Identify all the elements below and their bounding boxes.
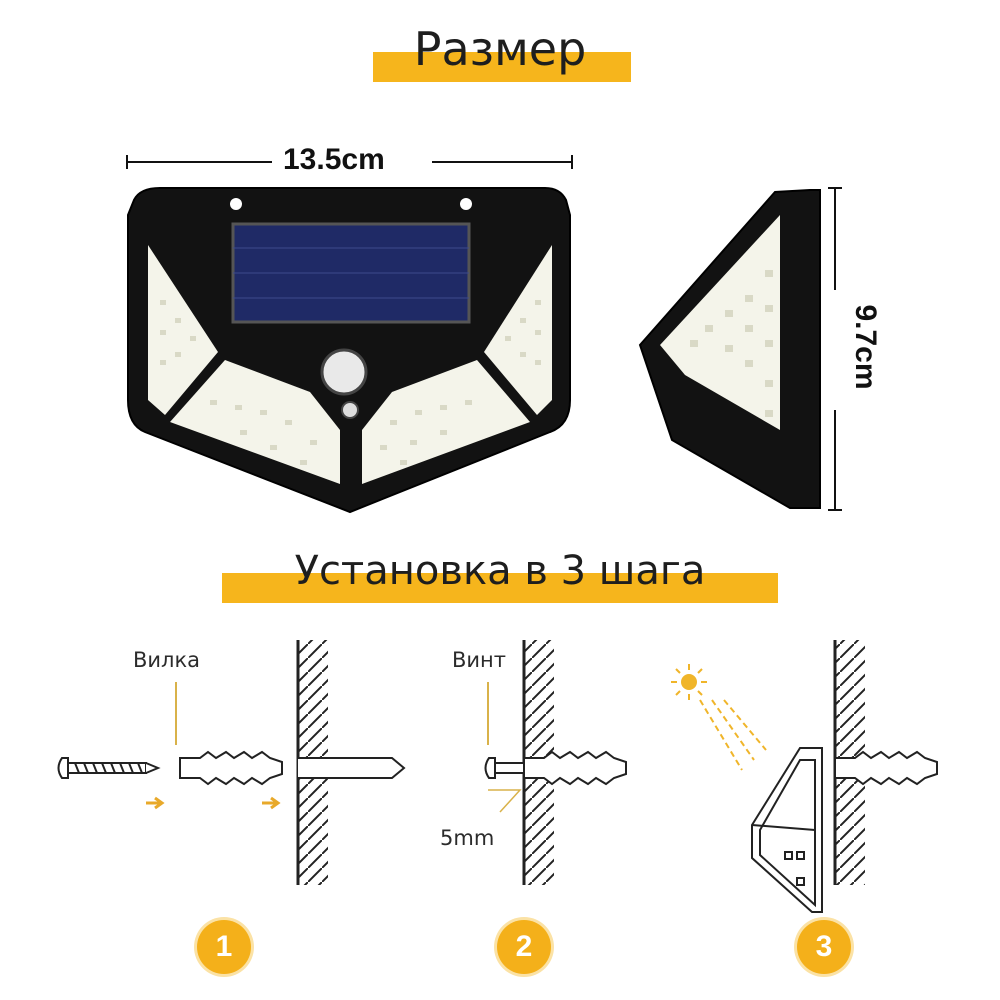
wall-plug-icon [179, 750, 283, 786]
step-1-diagram [57, 640, 406, 885]
screw-label: Винт [452, 648, 507, 672]
lamp-side-view [638, 189, 821, 509]
size-title-banner [373, 52, 631, 82]
step-2-diagram [484, 640, 627, 885]
height-dimension-line [828, 187, 842, 511]
arrow-icon [262, 796, 281, 810]
wall-plug-icon [834, 750, 938, 786]
size-title: Размер [413, 22, 587, 76]
drilled-hole [298, 757, 406, 779]
sunlight-rays [699, 699, 767, 771]
mount-hole [230, 198, 242, 210]
step-2-badge: 2 [497, 920, 551, 974]
lamp-front-view [127, 187, 571, 514]
step-3-diagram [671, 640, 938, 913]
width-dimension-line [126, 155, 573, 169]
arrow-icon [146, 796, 165, 810]
mounted-lamp-icon [751, 747, 823, 913]
screw-icon [484, 757, 530, 779]
led-panel-right [484, 245, 552, 415]
light-sensor [341, 401, 359, 419]
screw-icon [57, 757, 161, 779]
gap-marker [488, 789, 522, 813]
plug-label: Вилка [133, 648, 201, 672]
step-1-badge: 1 [197, 920, 251, 974]
led-panel-left [148, 245, 218, 415]
width-dimension-label: 13.5cm [283, 143, 385, 176]
install-title-banner [222, 573, 778, 603]
install-title: Установка в 3 шага [294, 548, 706, 594]
led-panel-bottom-left [170, 360, 340, 484]
sun-icon [671, 664, 707, 700]
gap-label: 5mm [440, 826, 495, 850]
mount-hole [460, 198, 472, 210]
led-panel-bottom-right [362, 360, 530, 484]
wall-plug-icon [523, 750, 627, 786]
step-3-badge: 3 [797, 920, 851, 974]
motion-sensor [320, 348, 368, 396]
side-led-panel [660, 215, 780, 430]
